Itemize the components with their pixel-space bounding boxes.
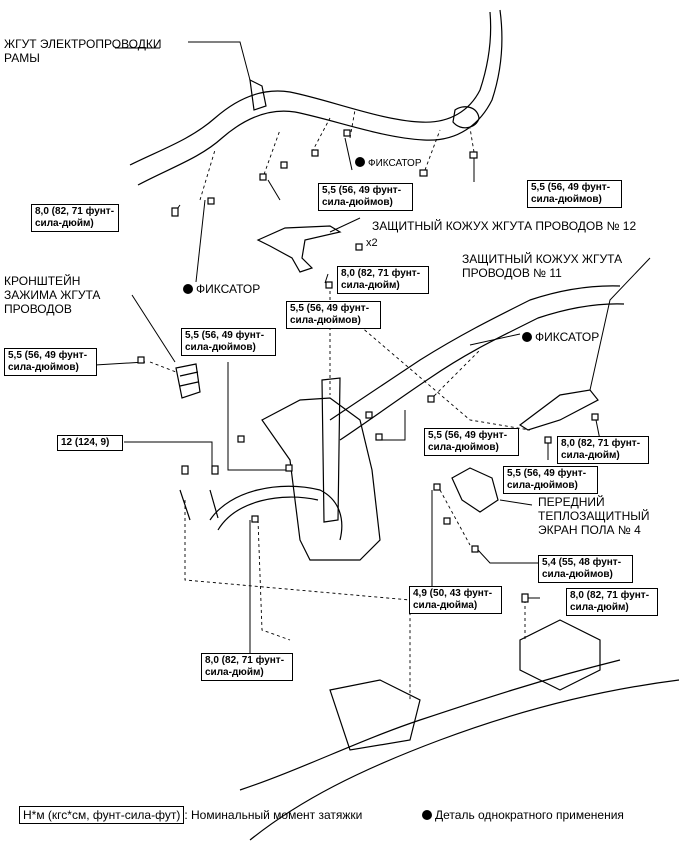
torque-box: 5,5 (56, 49 фунт- сила-дюймов): [503, 466, 598, 494]
lower-vehicle-body: [239, 659, 679, 841]
torque-box: 8,0 (82, 71 фунт- сила-дюйм): [337, 266, 429, 294]
torque-box: 12 (124, 9): [57, 435, 123, 451]
clip-top-label: ФИКСАТОР: [355, 157, 422, 171]
single-use-dot-icon: [183, 284, 193, 294]
wire-harness-clamp-bracket: [175, 363, 201, 399]
clip-right-text: ФИКСАТОР: [535, 330, 600, 344]
clip-right-label: ФИКСАТОР: [522, 330, 599, 344]
torque-box: 8,0 (82, 71 фунт- сила-дюйм): [201, 653, 293, 681]
vertical-bracket: [321, 377, 341, 523]
clip-left-label: ФИКСАТОР: [183, 282, 260, 296]
torque-box: 5,5 (56, 49 фунт- сила-дюймов): [424, 428, 519, 456]
wire-harness-protector-11: [518, 389, 599, 431]
torque-box: 5,4 (55, 48 фунт- сила-дюймов): [538, 555, 633, 583]
torque-box: 8,0 (82, 71 фунт- сила-дюйм): [566, 588, 658, 616]
harness-grommet: [452, 106, 480, 129]
single-use-dot-icon: [522, 332, 532, 342]
legend-dot-text: Деталь однократного применения: [435, 808, 624, 822]
legend-unit-box: Н*м (кгс*см, фунт-сила-фут): [19, 806, 185, 824]
clip-left-text: ФИКСАТОР: [196, 282, 261, 296]
ground-cables: [179, 489, 219, 521]
quantity-x2-label: x2: [366, 237, 378, 249]
heat-insulator-label: ПЕРЕДНИЙ ТЕПЛОЗАЩИТНЫЙ ЭКРАН ПОЛА № 4: [538, 495, 650, 537]
center-assembly: [261, 397, 381, 561]
clip-top-text: ФИКСАТОР: [368, 158, 422, 169]
torque-box: 8,0 (82, 71 фунт- сила-дюйм): [557, 436, 649, 464]
single-use-dot-icon: [422, 810, 432, 820]
harness-connector-top: [249, 78, 267, 111]
protector-12-label: ЗАЩИТНЫЙ КОЖУХ ЖГУТА ПРОВОДОВ № 12: [372, 219, 637, 233]
wire-harness-protector-12: [256, 225, 342, 273]
torque-box: 4,9 (50, 43 фунт- сила-дюйма): [409, 586, 502, 614]
battery-tray: [519, 619, 601, 691]
frame-wire-harness-label: ЖГУТ ЭЛЕКТРОПРОВОДКИ РАМЫ: [4, 37, 162, 65]
torque-box: 5,5 (56, 49 фунт- сила-дюймов): [286, 301, 381, 329]
torque-box: 5,5 (56, 49 фунт- сила-дюймов): [181, 328, 276, 356]
legend: Н*м (кгс*см, фунт-сила-фут): Номинальный…: [19, 806, 363, 824]
middle-wire-harness: [329, 285, 625, 441]
ground-wire: [209, 485, 343, 541]
torque-box: 5,5 (56, 49 фунт- сила-дюймов): [4, 348, 97, 376]
engine-component: [329, 679, 421, 751]
torque-box: 5,5 (56, 49 фунт- сила-дюймов): [527, 180, 622, 208]
single-use-dot-icon: [355, 157, 365, 167]
protector-11-label: ЗАЩИТНЫЙ КОЖУХ ЖГУТА ПРОВОДОВ № 11: [462, 252, 623, 280]
torque-box: 5,5 (56, 49 фунт- сила-дюймов): [318, 183, 413, 211]
legend-unit-text: : Номинальный момент затяжки: [184, 808, 363, 822]
clamp-bracket-label: КРОНШТЕЙН ЗАЖИМА ЖГУТА ПРОВОДОВ: [4, 274, 101, 316]
frame-wire-harness: [129, 9, 503, 186]
front-floor-heat-insulator-4: [451, 467, 499, 513]
torque-box: 8,0 (82, 71 фунт- сила-дюйм): [31, 204, 119, 232]
legend-single-use: Деталь однократного применения: [422, 808, 624, 822]
